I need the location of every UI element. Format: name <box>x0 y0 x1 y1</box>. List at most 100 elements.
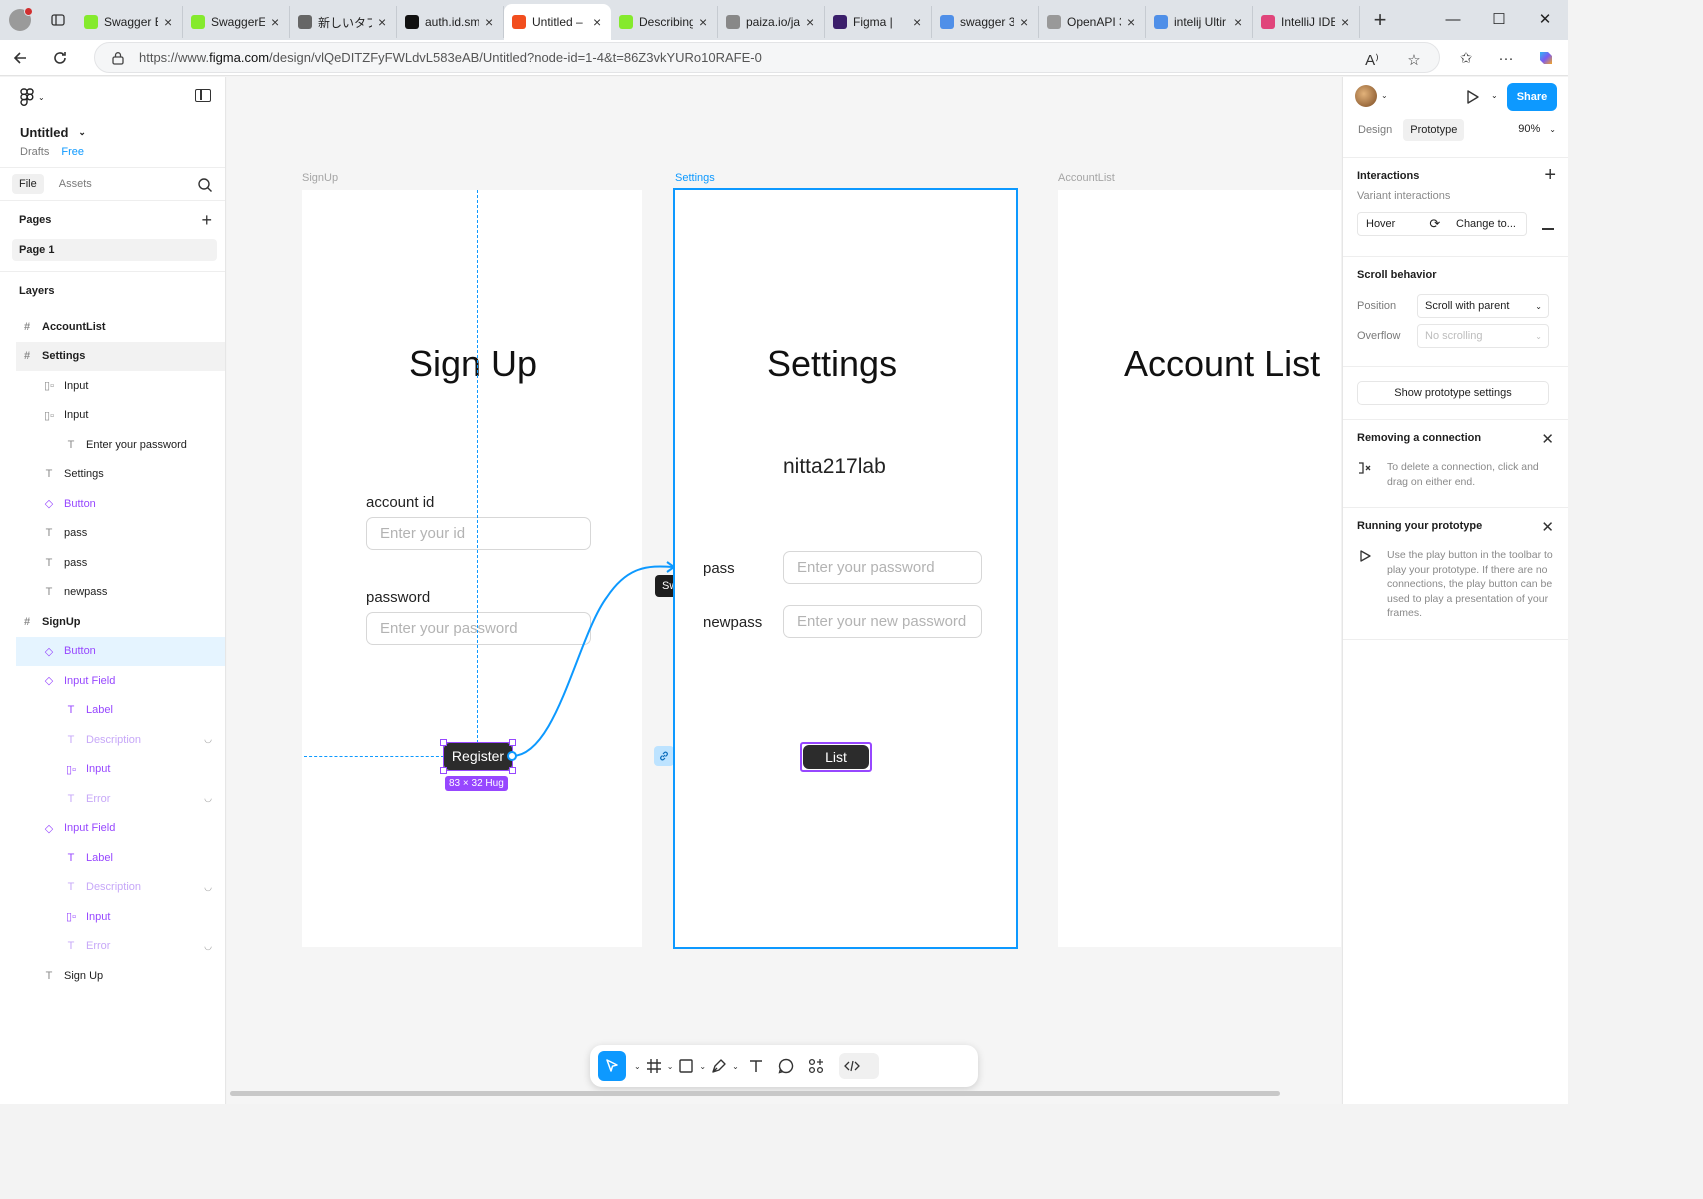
minimize-button[interactable]: — <box>1445 11 1461 28</box>
hidden-eye-icon[interactable]: ◡ <box>204 734 212 745</box>
close-icon[interactable]: ✕ <box>1541 431 1554 448</box>
new-tab-button[interactable]: + <box>1373 7 1387 32</box>
tab-prototype[interactable]: Prototype <box>1403 119 1465 141</box>
main-menu-button[interactable]: ⌄ <box>20 87 209 107</box>
layer-item[interactable]: ◇Input Field <box>0 666 225 696</box>
browser-tab[interactable]: OpenAPI 3× <box>1039 6 1146 38</box>
plan-badge[interactable]: Free <box>61 146 84 158</box>
text-tool-button[interactable] <box>743 1051 769 1081</box>
tab-actions-button[interactable] <box>40 0 76 40</box>
layer-item[interactable]: ◇Button <box>0 489 225 519</box>
design-canvas[interactable]: SignUp Sign Up account id Enter your id … <box>227 77 1341 1104</box>
browser-tab[interactable]: Figma |× <box>825 6 932 38</box>
layer-item[interactable]: ◇Input Field <box>0 814 225 844</box>
close-tab-icon[interactable]: × <box>1234 14 1243 30</box>
search-icon[interactable] <box>197 177 213 193</box>
close-tab-icon[interactable]: × <box>1127 14 1136 30</box>
browser-tab[interactable]: intelij Ultir× <box>1146 6 1253 38</box>
frame-settings[interactable]: Settings nitta217lab pass Enter your pas… <box>673 188 1018 949</box>
move-tool-button[interactable] <box>598 1051 626 1081</box>
panel-toggle-icon[interactable] <box>195 89 211 102</box>
browser-tab[interactable]: SwaggerEd× <box>183 6 290 38</box>
hidden-eye-icon[interactable]: ◡ <box>204 793 212 804</box>
close-tab-icon[interactable]: × <box>806 14 815 30</box>
browser-tab[interactable]: Swagger E× <box>76 6 183 38</box>
actions-tool-button[interactable] <box>803 1051 829 1081</box>
close-tab-icon[interactable]: × <box>1020 14 1029 30</box>
resize-handle[interactable] <box>509 739 516 746</box>
canvas-horizontal-scrollbar[interactable] <box>230 1091 1280 1096</box>
page-item[interactable]: Page 1 <box>12 239 217 261</box>
tab-design[interactable]: Design <box>1358 124 1393 136</box>
browser-tab[interactable]: Describing× <box>611 6 718 38</box>
layer-item[interactable]: ▯▫Input <box>0 401 225 431</box>
position-select[interactable]: Scroll with parent⌄ <box>1417 294 1549 318</box>
chevron-down-icon[interactable]: ⌄ <box>634 1061 641 1071</box>
play-icon[interactable] <box>1463 88 1481 106</box>
browser-tab[interactable]: swagger 3× <box>932 6 1039 38</box>
hidden-eye-icon[interactable]: ◡ <box>204 940 212 951</box>
resize-handle[interactable] <box>509 767 516 774</box>
close-tab-icon[interactable]: × <box>593 14 602 30</box>
layer-item[interactable]: ▯▫Input <box>0 755 225 785</box>
remove-interaction-icon[interactable] <box>1542 228 1554 230</box>
close-tab-icon[interactable]: × <box>485 14 494 30</box>
tab-file[interactable]: File <box>12 174 44 194</box>
frame-label-settings[interactable]: Settings <box>675 172 715 184</box>
close-tab-icon[interactable]: × <box>913 14 922 30</box>
frame-accountlist[interactable]: Account List <box>1058 190 1341 947</box>
close-tab-icon[interactable]: × <box>164 14 173 30</box>
layer-item[interactable]: ▯▫Input <box>0 371 225 401</box>
close-tab-icon[interactable]: × <box>699 14 708 30</box>
copilot-icon[interactable] <box>1532 44 1560 72</box>
close-tab-icon[interactable]: × <box>271 14 280 30</box>
reload-button[interactable] <box>40 40 80 76</box>
drafts-link[interactable]: Drafts <box>20 146 50 158</box>
favorites-icon[interactable]: ✩ <box>1459 50 1473 67</box>
show-prototype-settings-button[interactable]: Show prototype settings <box>1357 381 1549 405</box>
hidden-eye-icon[interactable]: ◡ <box>204 881 212 892</box>
share-button[interactable]: Share <box>1507 83 1557 111</box>
layer-item[interactable]: ◇Button <box>16 636 225 666</box>
register-button[interactable]: Register <box>444 743 512 770</box>
zoom-level[interactable]: 90% ⌄ <box>1518 123 1556 135</box>
chevron-down-icon[interactable]: ⌄ <box>1491 91 1498 100</box>
browser-tab[interactable]: auth.id.sm× <box>397 6 504 38</box>
frame-signup[interactable]: Sign Up account id Enter your id passwor… <box>302 190 642 947</box>
file-name-button[interactable]: Untitled⌄ <box>20 125 209 140</box>
browser-profile-button[interactable] <box>0 0 40 40</box>
close-window-button[interactable]: ✕ <box>1538 11 1552 28</box>
list-button[interactable]: List <box>803 745 869 769</box>
shape-tool-button[interactable]: ⌄ <box>677 1051 706 1081</box>
site-info-icon[interactable] <box>111 51 125 65</box>
resize-handle[interactable] <box>440 739 447 746</box>
layer-item[interactable]: ▯▫Input <box>0 902 225 932</box>
resize-handle[interactable] <box>440 767 447 774</box>
frame-label-signup[interactable]: SignUp <box>302 172 339 184</box>
read-aloud-icon[interactable]: A⁾ <box>1365 52 1379 69</box>
tab-assets[interactable]: Assets <box>58 178 92 190</box>
close-tab-icon[interactable]: × <box>1341 14 1350 30</box>
favorite-star-icon[interactable]: ☆ <box>1407 52 1421 69</box>
newpass-input[interactable]: Enter your new password <box>783 605 982 638</box>
browser-tab[interactable]: 新しいタブ× <box>290 6 397 38</box>
browser-tab[interactable]: paiza.io/ja× <box>718 6 825 38</box>
chevron-down-icon[interactable]: ⌄ <box>1381 91 1388 100</box>
overflow-select[interactable]: No scrolling⌄ <box>1417 324 1549 348</box>
password-input[interactable]: Enter your password <box>366 612 591 645</box>
add-page-icon[interactable]: + <box>201 209 212 230</box>
variant-interaction-row[interactable]: Hover ⟳ Change to... <box>1357 212 1527 236</box>
frame-tool-button[interactable]: ⌄ <box>645 1051 673 1081</box>
layer-item[interactable]: #Settings <box>16 341 225 371</box>
